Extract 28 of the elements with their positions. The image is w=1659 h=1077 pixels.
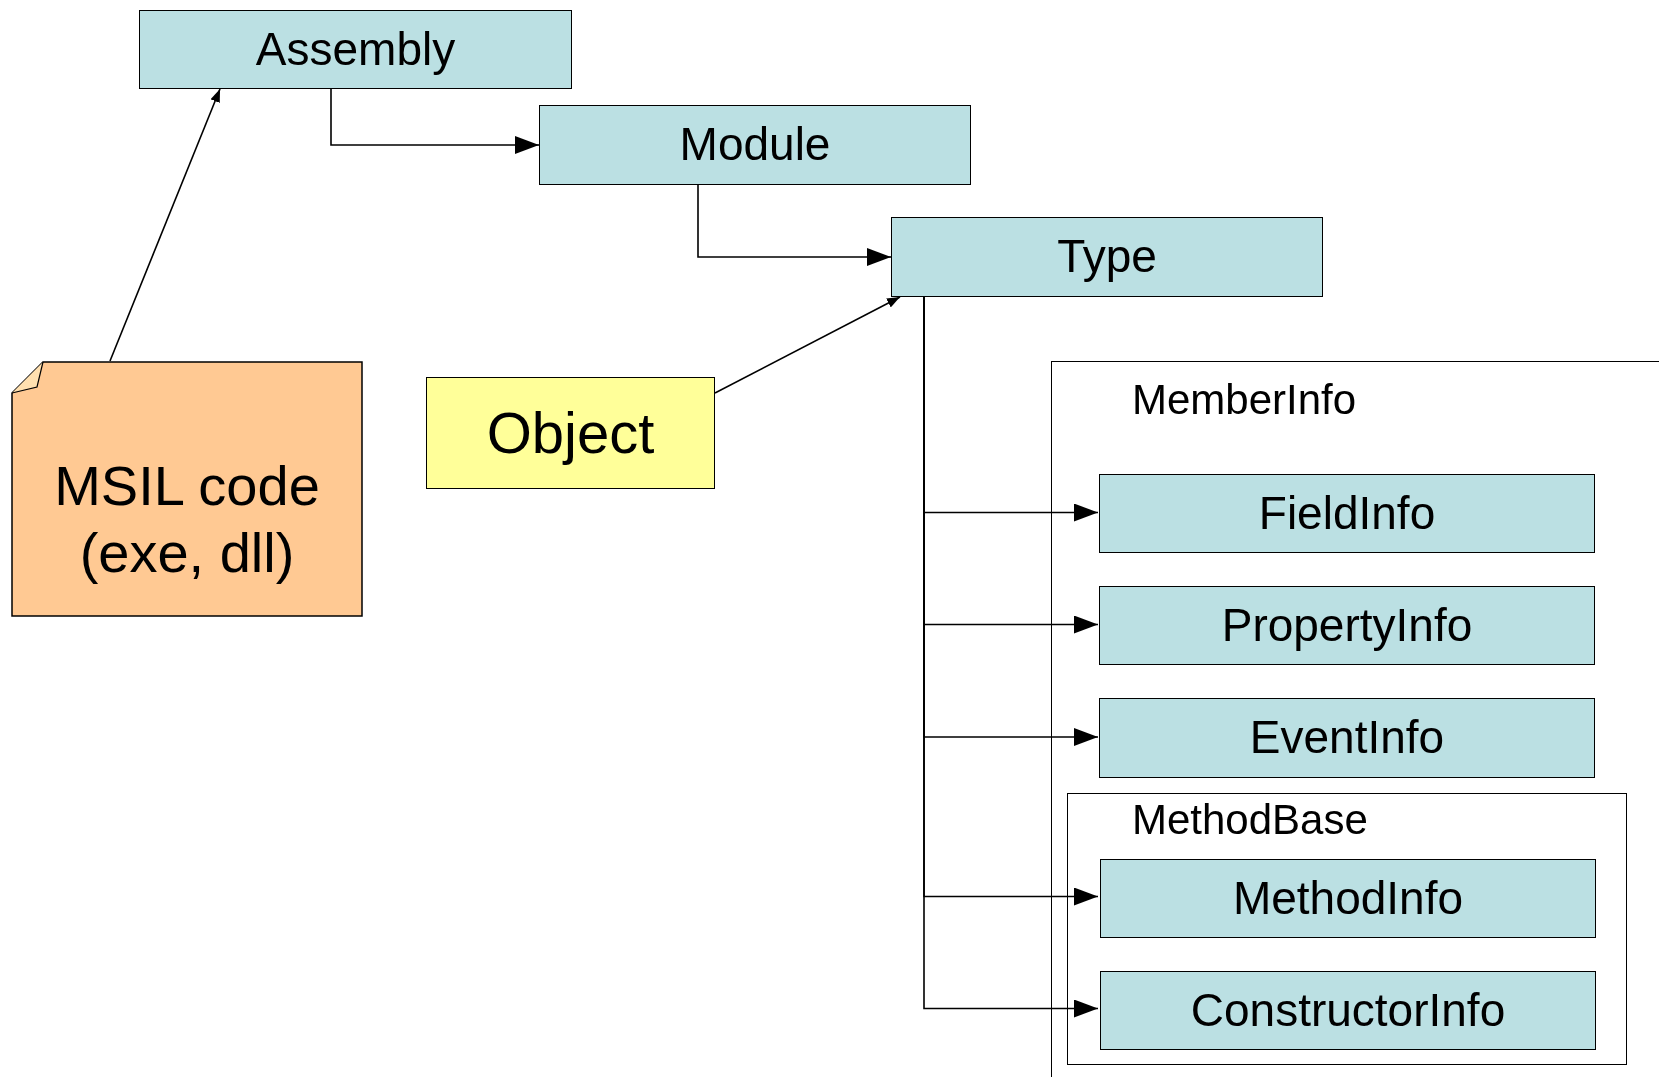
- arrow: [109, 88, 221, 362]
- node-label: ConstructorInfo: [1190, 982, 1506, 1038]
- class-box: [1100, 971, 1596, 1050]
- node-label: MSIL code (exe, dll): [53, 452, 321, 586]
- node-label: EventInfo: [1249, 710, 1445, 766]
- note-shape: [11, 361, 363, 617]
- class-box: [1099, 698, 1595, 778]
- group-frame: [1067, 793, 1627, 1065]
- class-box: [1099, 586, 1595, 665]
- class-box: [891, 217, 1323, 297]
- class-box: [1100, 859, 1596, 938]
- arrow: [697, 184, 892, 266]
- arrow: [330, 88, 540, 154]
- class-box: [139, 10, 572, 89]
- node-label: Type: [1057, 229, 1157, 285]
- node-label: Assembly: [255, 21, 456, 77]
- class-box: [539, 105, 971, 185]
- arrow: [714, 296, 901, 394]
- group-frame: [1051, 361, 1659, 1077]
- node-label: FieldInfo: [1258, 485, 1436, 541]
- node-label: MethodInfo: [1232, 870, 1464, 926]
- group-label: MethodBase: [1132, 796, 1368, 844]
- node-label: PropertyInfo: [1221, 597, 1473, 653]
- class-box: [1099, 474, 1595, 553]
- node-label: Object: [486, 399, 655, 468]
- object-box: [426, 377, 715, 489]
- node-label: Module: [679, 117, 831, 173]
- group-label: MemberInfo: [1132, 376, 1357, 424]
